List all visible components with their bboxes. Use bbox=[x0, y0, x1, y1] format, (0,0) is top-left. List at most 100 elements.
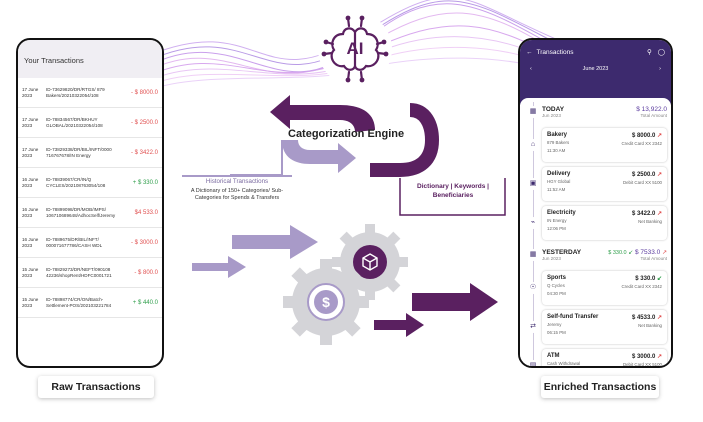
month-label: June 2023 bbox=[582, 66, 609, 72]
card-payment-method: Debit Card XX 5100 bbox=[622, 180, 662, 185]
day-total-line: $ 13,922.0 bbox=[636, 106, 667, 113]
arrow-in-icon: ↙ bbox=[655, 276, 662, 282]
card-time: 04:30 PM bbox=[547, 290, 566, 296]
raw-date: 16 June 2023 bbox=[22, 236, 39, 248]
card-amount-block: $ 3422.0 ↗ Net Banking bbox=[632, 210, 662, 236]
raw-header: Your Transactions bbox=[18, 40, 162, 78]
day-amount: $ 7533.0 bbox=[634, 249, 661, 256]
flow-arrow-small bbox=[192, 256, 246, 278]
card-merchant: Cash Withdrawal bbox=[547, 361, 581, 366]
enriched-caption: Enriched Transactions bbox=[541, 376, 659, 398]
card-time: 11:30 AM bbox=[547, 147, 566, 153]
gear-bottom: $ bbox=[283, 259, 369, 345]
card-amount-block: $ 8000.0 ↗Credit Card XX 2342 bbox=[621, 132, 662, 158]
historical-description: A Dictionary of 150+ Categories/ Sub-Cat… bbox=[190, 188, 284, 201]
raw-date: 16 June 2023 bbox=[22, 176, 39, 188]
card-category: Electricity bbox=[547, 210, 576, 216]
card-merchant: HGY Global bbox=[547, 179, 571, 184]
raw-description: ID-73829338/DR/BIL/INFT/0000 716767678/I… bbox=[46, 146, 112, 158]
month-selector: ‹ June 2023 › bbox=[526, 66, 665, 72]
card-merchant: IN Energy bbox=[547, 218, 567, 223]
day-amount-in: $ 330.0 bbox=[608, 250, 627, 256]
calendar-icon: ▦ bbox=[527, 249, 539, 261]
output-arrow-large bbox=[412, 283, 498, 321]
engine-loop-top-arrow bbox=[270, 95, 375, 132]
card-payment-method: Net Banking bbox=[638, 219, 662, 224]
plug-icon: ⌁ bbox=[527, 217, 539, 229]
card-amount-block: $ 330.0 ↙Credit Card XX 2342 bbox=[621, 275, 662, 301]
day-amount-label: Total Amount bbox=[640, 256, 667, 261]
arrow-out-icon: ↗ bbox=[655, 354, 662, 360]
flow-arrow-large bbox=[232, 225, 318, 259]
search-icon[interactable]: ⚲ bbox=[646, 49, 652, 56]
card-amount-line: $ 3422.0 ↗ bbox=[632, 210, 662, 217]
bell-icon[interactable]: ◯ bbox=[657, 49, 665, 56]
raw-transaction-row[interactable]: 16 June 2023 ID-78839067/CR/IN/Q CYCLES/2… bbox=[18, 168, 162, 198]
engine-title: Categorization Engine bbox=[288, 128, 405, 140]
day-total: $ 330.0 ↙ $ 7533.0 ↗Total Amount bbox=[608, 249, 667, 261]
day-date: Jun 2023 bbox=[542, 256, 561, 261]
enriched-title: Transactions bbox=[536, 48, 574, 56]
arrow-out-icon: ↗ bbox=[655, 315, 662, 321]
day-amount-label: Total Amount bbox=[640, 113, 667, 118]
output-arrow-small bbox=[374, 313, 424, 337]
raw-amount: - $ 2500.0 bbox=[130, 119, 158, 126]
card-merchant: Q Cycles bbox=[547, 283, 565, 288]
raw-date: 17 June 2023 bbox=[22, 116, 39, 128]
raw-description: ID-78839067/CR/IN/Q CYCLES/202108763054/… bbox=[46, 176, 106, 188]
atm-icon: ▤ bbox=[527, 360, 539, 366]
day-date: Jun 2023 bbox=[542, 113, 561, 118]
card-amount-line: $ 2500.0 ↗ bbox=[623, 171, 662, 178]
day-name: TODAY bbox=[542, 106, 565, 113]
dictionary-box-outline bbox=[399, 178, 506, 216]
card-merchant: Jeremy bbox=[547, 322, 562, 327]
card-merchant: 879 Bakers bbox=[547, 140, 570, 145]
card-category: Bakery bbox=[547, 132, 568, 138]
card-amount: $ 2500.0 bbox=[631, 172, 656, 178]
ai-label: AI bbox=[346, 39, 364, 58]
card-amount-block: $ 4533.0 ↗ Net Banking bbox=[632, 314, 662, 340]
raw-date: 16 June 2023 bbox=[22, 206, 39, 218]
card-payment-method: Debit Card XX 5100 bbox=[622, 362, 662, 367]
truck-icon: ▣ bbox=[527, 178, 539, 190]
card-info: Bakery 879 Bakers 11:30 AM bbox=[547, 132, 569, 158]
back-icon[interactable]: ← bbox=[526, 48, 533, 56]
card-category: Self-fund Transfer bbox=[547, 314, 599, 320]
card-amount: $ 4533.0 bbox=[631, 315, 656, 321]
transaction-card[interactable]: Bakery 879 Bakers 11:30 AM $ 8000.0 ↗Credit… bbox=[542, 128, 667, 162]
card-payment-method: Credit Card XX 2342 bbox=[621, 141, 662, 146]
card-payment-method: Net Banking bbox=[638, 323, 662, 328]
card-amount: $ 3422.0 bbox=[631, 211, 656, 217]
cube-icon bbox=[362, 253, 378, 271]
prev-month-icon[interactable]: ‹ bbox=[530, 66, 532, 72]
arrow-in-icon: ↙ bbox=[626, 250, 635, 256]
historical-box: Historical Transactions A Dictionary of … bbox=[182, 178, 292, 214]
arrow-out-icon: ↗ bbox=[655, 172, 662, 178]
next-month-icon[interactable]: › bbox=[659, 66, 661, 72]
dictionary-box: Dictionary | Keywords | Beneficiaries bbox=[400, 182, 506, 200]
card-amount-block: $ 2500.0 ↗ Debit Card XX 5100 bbox=[623, 171, 662, 197]
raw-amount: - $ 3000.0 bbox=[130, 239, 158, 246]
